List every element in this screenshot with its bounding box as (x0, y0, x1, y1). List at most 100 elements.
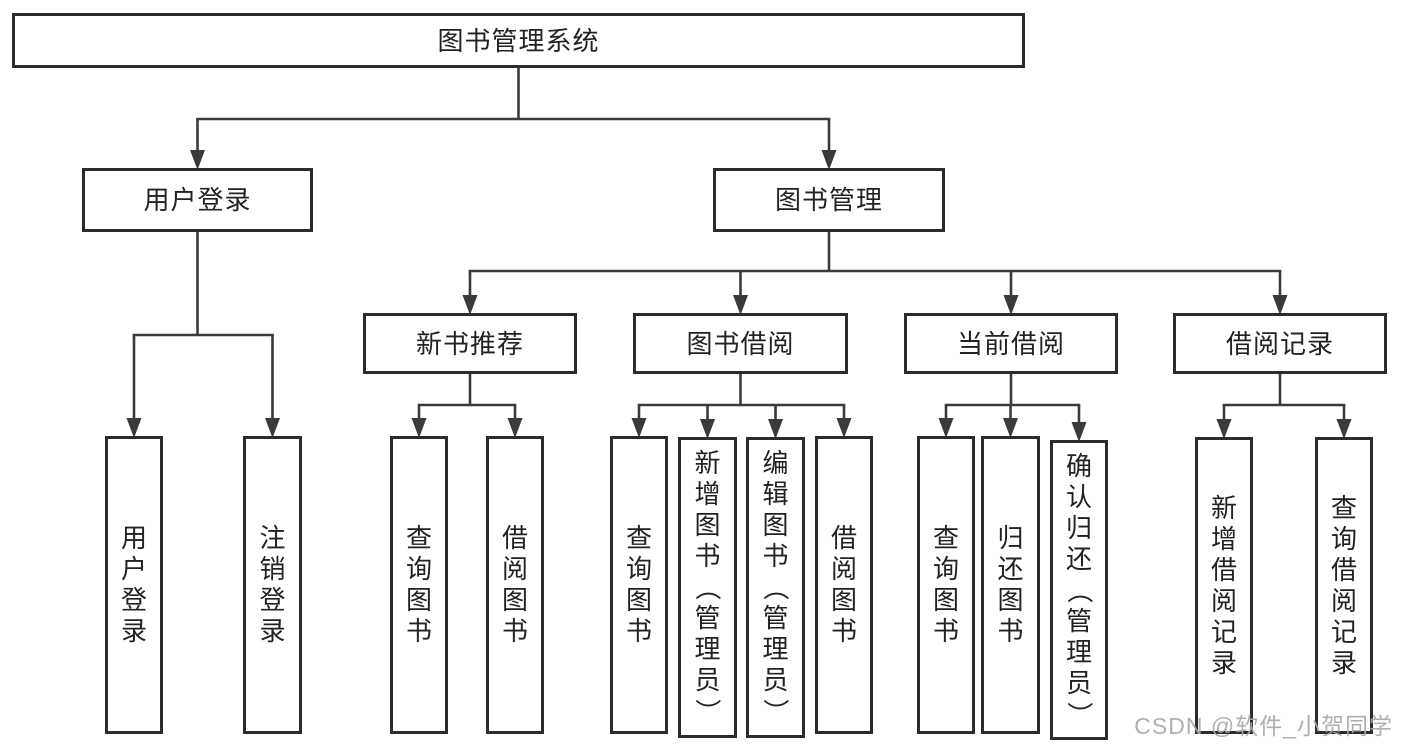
vertical-char: 编 (762, 448, 789, 478)
node-label: 图书管理系统 (437, 25, 600, 56)
vertical-char: 管 (1065, 605, 1092, 636)
node-label: 用户登录 (121, 523, 147, 647)
vertical-char: 询 (932, 554, 959, 584)
vertical-char: 询 (625, 554, 652, 584)
watermark: CSDN @软件_小贺同学 (1134, 713, 1393, 739)
node-label: 借阅图书 (831, 523, 857, 647)
vertical-char: 书 (405, 616, 432, 646)
node-label: 图书借阅 (686, 328, 795, 359)
vertical-char: 书 (997, 616, 1024, 646)
node-label: 当前借阅 (956, 328, 1065, 359)
vertical-char: 图 (830, 585, 857, 615)
node-ul-login: 用户登录 (105, 436, 163, 734)
vertical-char: 图 (932, 585, 959, 615)
vertical-char: 查 (405, 523, 432, 553)
vertical-char: 图 (501, 585, 528, 615)
vertical-char: 增 (694, 479, 721, 509)
vertical-char: 录 (1210, 647, 1237, 678)
node-br-add: 新增借阅记录 (1195, 437, 1253, 734)
node-label: 查询借阅记录 (1331, 493, 1357, 679)
vertical-char: 员 (694, 665, 721, 695)
vertical-char: 理 (1065, 636, 1092, 667)
node-label: 查询图书 (406, 523, 432, 647)
node-bb-borrow: 借阅图书 (815, 436, 873, 734)
vertical-char: 还 (1065, 543, 1092, 574)
vertical-char: 归 (997, 523, 1024, 553)
node-label: 注销登录 (259, 523, 285, 647)
vertical-char: 注 (259, 523, 286, 553)
node-book-mgmt: 图书管理 (713, 168, 945, 232)
vertical-char: 图 (625, 585, 652, 615)
vertical-char: 查 (1330, 492, 1357, 523)
vertical-char: 归 (1065, 512, 1092, 543)
node-label: 新书推荐 (415, 328, 524, 359)
node-label: 图书管理 (774, 185, 883, 215)
vertical-char: 增 (1210, 523, 1237, 554)
vertical-char: 书 (830, 616, 857, 646)
vertical-char: 用 (120, 523, 147, 553)
vertical-char: 辑 (762, 479, 789, 509)
vertical-char: 图 (405, 585, 432, 615)
vertical-char: 阅 (830, 554, 857, 584)
node-ul-logout: 注销登录 (243, 436, 302, 734)
node-label: 借阅记录 (1225, 328, 1334, 359)
vertical-char: 登 (259, 585, 286, 615)
vertical-char: ） (692, 698, 723, 725)
vertical-char: 理 (762, 634, 789, 664)
vertical-char: 阅 (1210, 585, 1237, 616)
vertical-char: 询 (405, 554, 432, 584)
node-label: 确认归还（管理员） (1064, 451, 1095, 730)
vertical-char: 书 (625, 616, 652, 646)
vertical-char: 借 (1210, 554, 1237, 585)
node-new-rec: 新书推荐 (363, 313, 577, 374)
vertical-char: 书 (501, 616, 528, 646)
vertical-char: 借 (830, 523, 857, 553)
node-label: 借阅图书 (502, 523, 528, 647)
node-root: 图书管理系统 (12, 13, 1025, 68)
vertical-char: ） (760, 698, 791, 725)
vertical-char: 理 (694, 634, 721, 664)
vertical-char: 管 (694, 603, 721, 633)
vertical-char: 员 (762, 665, 789, 695)
vertical-char: 借 (501, 523, 528, 553)
vertical-char: 登 (120, 585, 147, 615)
vertical-char: 书 (932, 616, 959, 646)
node-cb-query: 查询图书 (917, 436, 975, 734)
vertical-char: 阅 (1330, 585, 1357, 616)
node-label: 编辑图书（管理员） (760, 448, 791, 727)
vertical-char: 新 (1210, 492, 1237, 523)
vertical-char: 记 (1210, 616, 1237, 647)
vertical-char: 书 (694, 541, 721, 571)
node-label: 查询图书 (626, 523, 652, 647)
vertical-char: 记 (1330, 616, 1357, 647)
vertical-char: 图 (997, 585, 1024, 615)
node-book-borrow: 图书借阅 (633, 313, 848, 374)
node-label: 新增图书（管理员） (692, 448, 723, 727)
vertical-char: （ (692, 574, 723, 601)
vertical-char: 录 (1330, 647, 1357, 678)
node-bb-query: 查询图书 (610, 436, 668, 734)
vertical-char: （ (1064, 576, 1095, 604)
node-label: 查询图书 (933, 523, 959, 647)
vertical-char: 还 (997, 554, 1024, 584)
vertical-char: 查 (625, 523, 652, 553)
vertical-char: 图 (694, 510, 721, 540)
node-label: 新增借阅记录 (1211, 493, 1237, 679)
node-cb-return: 归还图书 (981, 436, 1040, 734)
vertical-char: 询 (1330, 523, 1357, 554)
node-nr-query: 查询图书 (390, 436, 448, 734)
node-nr-borrow: 借阅图书 (486, 436, 544, 734)
vertical-char: 录 (120, 616, 147, 646)
node-bb-edit: 编辑图书（管理员） (746, 437, 805, 738)
vertical-char: 认 (1065, 481, 1092, 512)
vertical-char: 管 (762, 603, 789, 633)
vertical-char: 查 (932, 523, 959, 553)
node-bb-add: 新增图书（管理员） (678, 437, 737, 738)
vertical-char: 户 (120, 554, 147, 584)
node-label: 归还图书 (997, 523, 1023, 647)
vertical-char: （ (760, 574, 791, 601)
vertical-char: 阅 (501, 554, 528, 584)
